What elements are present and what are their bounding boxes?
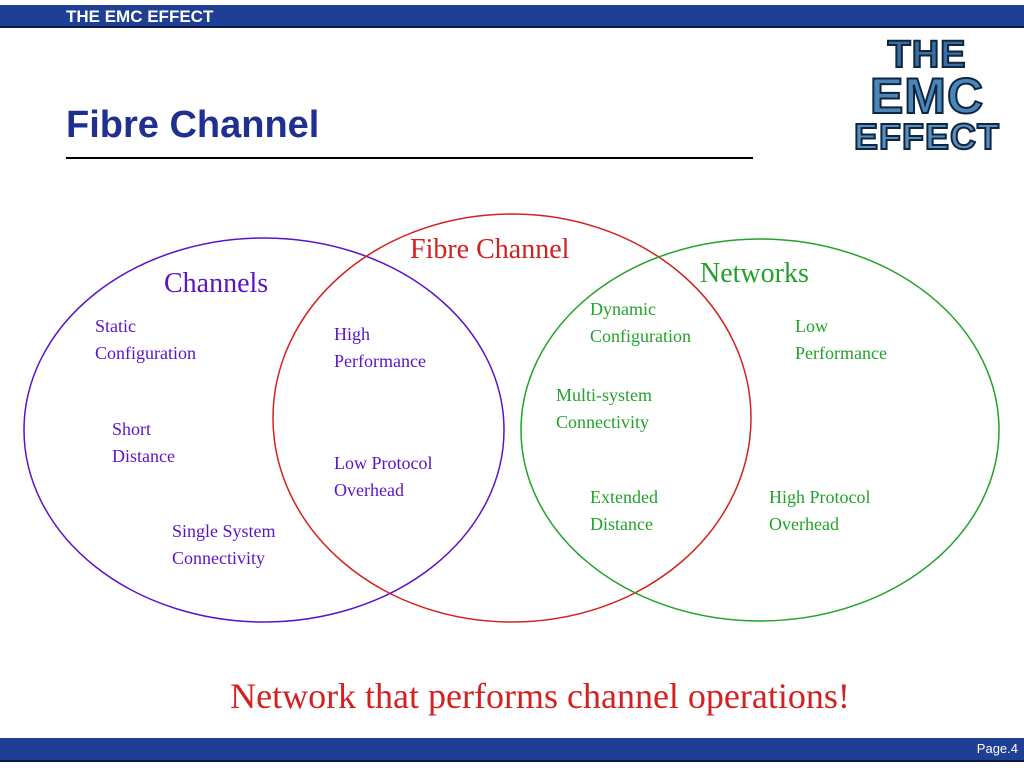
networks-item: Multi-system Connectivity	[556, 385, 653, 432]
header-text: THE EMC EFFECT	[66, 7, 214, 26]
networks-item: Extended Distance	[590, 487, 658, 534]
header-bar: THE EMC EFFECT	[0, 5, 1024, 28]
networks-set-label: Networks	[700, 258, 809, 289]
channels-item: Short Distance	[112, 419, 175, 466]
channels-item: Single System Connectivity	[172, 521, 276, 568]
networks-item: Low Performance	[795, 316, 887, 363]
logo-line-3: EFFECT	[853, 116, 1000, 157]
fibre-channel-item: High Performance	[334, 324, 426, 371]
fibre-channel-set-label: Fibre Channel	[410, 234, 570, 265]
channels-item: Static Configuration	[95, 316, 196, 363]
page-title: Fibre Channel	[66, 104, 320, 146]
channels-ellipse	[23, 237, 505, 623]
networks-ellipse	[520, 238, 1000, 622]
networks-item: Dynamic Configuration	[590, 299, 691, 346]
emc-effect-logo: THE EMC EFFECT	[852, 34, 1002, 168]
fibre-channel-ellipse	[272, 213, 752, 623]
tagline: Network that performs channel operations…	[230, 676, 850, 716]
title-underline	[66, 157, 753, 159]
page-number: Page.4	[976, 741, 1018, 756]
networks-item: High Protocol Overhead	[769, 487, 871, 534]
fibre-channel-item: Low Protocol Overhead	[334, 453, 433, 500]
footer-bar: Page.4	[0, 738, 1024, 762]
channels-set-label: Channels	[164, 268, 269, 299]
logo-line-2: EMC	[869, 68, 985, 124]
logo-line-1: THE	[887, 34, 967, 76]
